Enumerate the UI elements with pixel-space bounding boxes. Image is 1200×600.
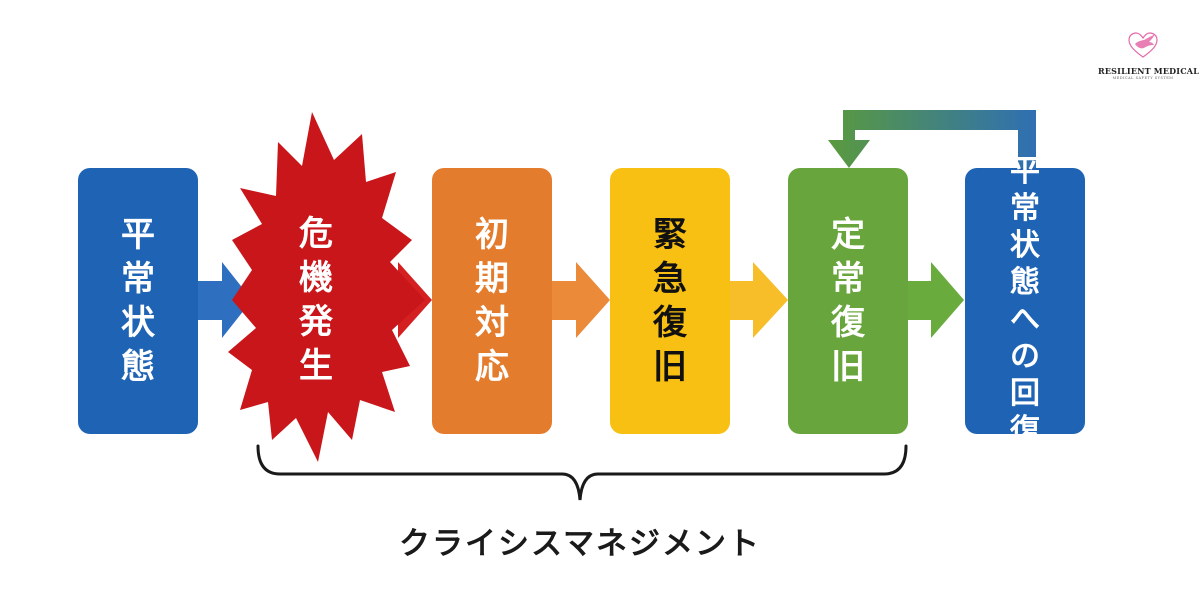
stage-label-steady-recovery: 定常復旧 — [831, 215, 865, 387]
stage-label-initial-response: 初期対応 — [475, 215, 509, 387]
stage-box-emergency-recovery — [610, 168, 730, 434]
stage-label-crisis: 危機発生 — [299, 214, 333, 386]
flow-arrow-5 — [905, 262, 964, 338]
flow-arrow-3 — [550, 262, 610, 338]
logo-name: RESILIENT MEDICAL — [1098, 66, 1200, 76]
stage-box-normal — [78, 168, 198, 434]
dove-heart-icon — [1128, 32, 1158, 58]
stage-label-return-to-normal: 平常状態への回復 — [1010, 154, 1040, 448]
flow-arrow-1 — [198, 262, 252, 338]
brand-logo: RESILIENT MEDICAL MEDICAL SAFETY SYSTEM — [1098, 30, 1200, 80]
logo-tagline: MEDICAL SAFETY SYSTEM — [1112, 76, 1174, 80]
stage-box-steady-recovery — [788, 168, 908, 434]
stage-burst-crisis — [228, 112, 425, 462]
stage-box-initial-response — [432, 168, 552, 434]
crisis-management-label: クライシスマネジメント — [398, 526, 762, 562]
flow-arrow-4 — [727, 262, 788, 338]
stage-label-normal: 平常状態 — [121, 215, 155, 387]
stage-box-return-to-normal — [965, 168, 1085, 434]
feedback-loop-arrow — [828, 110, 1036, 168]
crisis-management-bracket — [256, 444, 908, 501]
stage-label-emergency-recovery: 緊急復旧 — [653, 215, 687, 387]
